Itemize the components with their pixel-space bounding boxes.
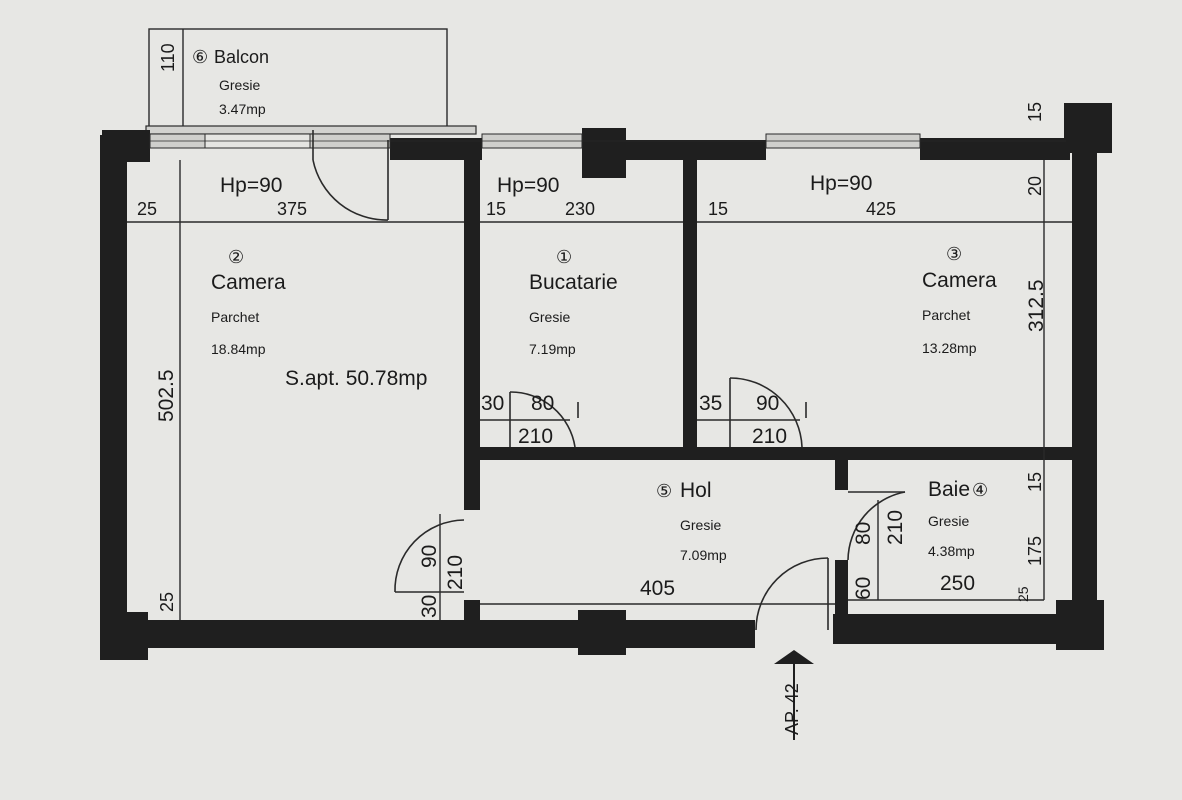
bucatarie-name: Bucatarie <box>529 271 618 294</box>
camera-left-number: ② <box>228 247 244 267</box>
doors <box>312 130 906 648</box>
dim-baie-15: 15 <box>1025 472 1045 492</box>
camera-left-door-width: 90 <box>418 545 441 568</box>
camera-right-name: Camera <box>922 269 997 292</box>
balcon-name: Balcon <box>214 47 269 67</box>
inner-walls <box>127 160 1072 620</box>
dim-baie-height: 175 <box>1025 536 1045 566</box>
dim-width-left: 375 <box>277 199 307 219</box>
entrance-label: AP. 42 <box>782 683 802 735</box>
bucatarie-area: 7.19mp <box>529 341 576 357</box>
dim-width-right: 425 <box>866 199 896 219</box>
bucatarie-number: ① <box>556 247 572 267</box>
hol-area: 7.09mp <box>680 547 727 563</box>
dim-height-left: 502.5 <box>155 369 178 422</box>
camera-right-floor: Parchet <box>922 307 970 323</box>
dim-width-baie: 250 <box>940 572 975 595</box>
kitchen-door-width: 80 <box>531 392 554 415</box>
camera-left-door-height: 210 <box>444 555 467 590</box>
dim-right-15: 15 <box>708 199 728 219</box>
balcon-depth: 110 <box>158 43 178 72</box>
hol-floor: Gresie <box>680 517 721 533</box>
camera-left-door-offset: 30 <box>418 595 441 618</box>
hol-number: ⑤ <box>656 481 672 501</box>
dim-top-15: 15 <box>1025 102 1045 122</box>
dim-left-25-bottom: 25 <box>157 592 177 612</box>
dim-width-hol: 405 <box>640 577 675 600</box>
camera-left-name: Camera <box>211 271 286 294</box>
balcon-number: ⑥ <box>192 47 208 67</box>
entrance-arrow <box>774 650 814 740</box>
baie-name: Baie <box>928 478 970 501</box>
dim-baie-25: 25 <box>1015 586 1031 602</box>
kitchen-door-offset: 30 <box>481 392 504 415</box>
dim-width-kitchen: 230 <box>565 199 595 219</box>
camera-right-door-width: 90 <box>756 392 779 415</box>
hp-kitchen: Hp=90 <box>497 174 559 197</box>
hp-left: Hp=90 <box>220 174 282 197</box>
baie-door-height: 210 <box>884 510 907 545</box>
camera-right-number: ③ <box>946 244 962 264</box>
dim-height-right: 312.5 <box>1025 279 1048 332</box>
bucatarie-floor: Gresie <box>529 309 570 325</box>
camera-right-door-offset: 35 <box>699 392 722 415</box>
hol-name: Hol <box>680 479 712 502</box>
balcony <box>145 28 477 135</box>
kitchen-door-height: 210 <box>518 425 553 448</box>
baie-number: ④ <box>972 480 988 500</box>
hp-right: Hp=90 <box>810 172 872 195</box>
balcon-floor: Gresie <box>219 77 260 93</box>
camera-left-floor: Parchet <box>211 309 259 325</box>
baie-door-width: 80 <box>852 522 875 545</box>
baie-area: 4.38mp <box>928 543 975 559</box>
balcon-area: 3.47mp <box>219 101 266 117</box>
baie-floor: Gresie <box>928 513 969 529</box>
camera-left-area: 18.84mp <box>211 341 266 357</box>
total-area: S.apt. 50.78mp <box>285 367 427 390</box>
dim-kitchen-15: 15 <box>486 199 506 219</box>
dim-left-25: 25 <box>137 199 157 219</box>
camera-right-door-height: 210 <box>752 425 787 448</box>
outer-walls <box>100 103 1112 660</box>
baie-door-offset: 60 <box>852 577 875 600</box>
dim-top-20: 20 <box>1025 176 1045 196</box>
camera-right-area: 13.28mp <box>922 340 977 356</box>
